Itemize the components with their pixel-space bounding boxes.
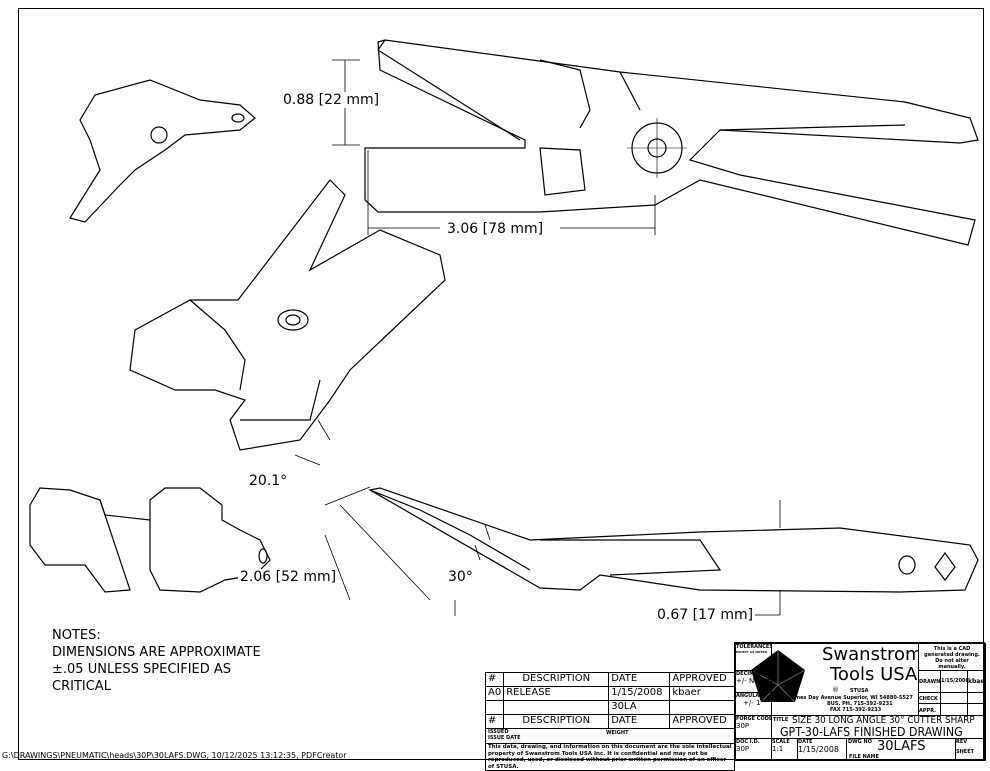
disclaimer: This data, drawing, and information on t… (485, 743, 735, 771)
cad-note: This is a CAD generated drawing. Do not … (918, 643, 986, 671)
drawn-label: DRAWN (918, 670, 941, 693)
dimension-length: 3.06 [78 mm] (445, 221, 546, 237)
address: 3300 James Day Avenue Superior, WI 54880… (774, 695, 913, 701)
cell-num: A0 (484, 686, 505, 701)
dimension-angle-iso: 20.1° (247, 473, 290, 489)
tolerances-sub: EXCEPT AS NOTED (736, 650, 767, 654)
weight-label: WEIGHT (606, 730, 629, 736)
cell-approved: kbaer (669, 686, 735, 701)
dwg-no-label: DWG NO (848, 739, 872, 745)
revision-table: # DESCRIPTION DATE APPROVED A0 RELEASE 1… (484, 672, 735, 771)
swanstrom-logo-icon (750, 650, 806, 703)
header-num: # (484, 714, 505, 729)
forge-code: 30P (736, 722, 750, 730)
dimension-angle-side: 30° (446, 569, 475, 585)
company-name-line2: Tools USA (830, 664, 918, 685)
notes-line: DIMENSIONS ARE APPROXIMATE (52, 645, 261, 660)
scale-cell: SCALE 1:1 (771, 738, 798, 761)
top-view-cutter (364, 39, 979, 246)
tolerances-cell: TOLERANCES EXCEPT AS NOTED (735, 643, 772, 671)
title-label: TITLE (773, 717, 789, 723)
cell-date: 30LA (608, 700, 671, 715)
issued-cell: ISSUED ISSUE DATE WEIGHT (485, 728, 735, 744)
date-cell: DATE 1/15/2008 (797, 738, 847, 761)
header-date: DATE (608, 714, 671, 729)
title-block: TOLERANCES EXCEPT AS NOTED DECIMAL +/- N… (734, 642, 986, 761)
company-name-line1: Swanstrom (822, 644, 919, 665)
sheet-label: SHEET (956, 749, 975, 755)
decimal-value: +/- Noted (736, 677, 770, 685)
scale-label: SCALE (772, 739, 790, 745)
phone: BUS. PH. 715-392-9231 (827, 701, 893, 707)
title-line2: GPT-30-LAFS FINISHED DRAWING (780, 725, 963, 739)
notes-heading: NOTES: (52, 628, 101, 643)
angular-value: +/- 1° (743, 699, 764, 707)
registered-mark: ® (832, 686, 839, 694)
forge-code-cell: FORGE CODE 30P (735, 715, 772, 739)
date-value: 1/15/2008 (798, 745, 840, 754)
iso-view-small (69, 79, 256, 223)
header-description: DESCRIPTION (503, 714, 610, 729)
header-approved: APPROVED (669, 672, 735, 687)
dimension-jaw-opening: 0.88 [22 mm] (281, 92, 382, 108)
cell-num (484, 700, 505, 715)
notes: NOTES: DIMENSIONS ARE APPROXIMATE ±.05 U… (52, 627, 261, 695)
rev-label: REV (956, 739, 968, 745)
forge-code-label: FORGE CODE (736, 716, 772, 722)
rev-sheet-cell: REV SHEET (955, 738, 986, 761)
title-line1: SIZE 30 LONG ANGLE 30° CUTTER SHARP (792, 715, 975, 726)
cell-description (503, 700, 610, 715)
cell-description: RELEASE (503, 686, 610, 701)
doc-id: 30P (736, 745, 750, 753)
fax: FAX 715-392-9233 (830, 707, 882, 713)
header-description: DESCRIPTION (503, 672, 610, 687)
front-view (29, 487, 271, 593)
scale-value: 1:1 (772, 745, 784, 753)
header-approved: APPROVED (669, 714, 735, 729)
side-view (368, 487, 979, 593)
dwg-no: 30LAFS (877, 739, 926, 754)
issue-date-label: ISSUE DATE (488, 735, 521, 741)
drawn-date: 1/15/2008 (940, 670, 968, 693)
dimension-height: 2.06 [52 mm] (238, 569, 339, 585)
cell-approved (669, 700, 735, 715)
notes-line: ±.05 UNLESS SPECIFIED AS (52, 662, 232, 677)
doc-id-cell: DOC I.D. 30P (735, 738, 772, 761)
title-cell: TITLE SIZE 30 LONG ANGLE 30° CUTTER SHAR… (771, 715, 986, 739)
dwg-no-cell: DWG NO 30LAFS FILE NAME (846, 738, 956, 761)
angular-cell: ANGULAR +/- 1° (735, 692, 772, 716)
dimension-thickness: 0.67 [17 mm] (655, 607, 756, 623)
decimal-cell: DECIMAL +/- Noted (735, 670, 772, 693)
table-row: 30LA (484, 700, 735, 715)
cell-date: 1/15/2008 (608, 686, 671, 701)
issued-label: ISSUED (488, 729, 509, 735)
date-label: DATE (798, 739, 813, 745)
table-row: A0 RELEASE 1/15/2008 kbaer (484, 686, 735, 701)
header-date: DATE (608, 672, 671, 687)
drawn-by: kbaer (967, 670, 986, 693)
company-cell: Swanstrom Tools USA ® STUSA 3300 James D… (771, 643, 919, 716)
dimension-lines (294, 59, 781, 616)
iso-view-large (129, 179, 446, 451)
decimal-label: DECIMAL (736, 671, 762, 677)
tolerances-label: TOLERANCES (736, 644, 772, 650)
angular-label: ANGULAR (736, 693, 764, 699)
doc-id-label: DOC I.D. (736, 739, 760, 745)
notes-line: CRITICAL (52, 679, 111, 694)
file-path-footer: G:\DRAWINGS\PNEUMATIC\heads\30P\30LAFS.D… (2, 751, 347, 760)
stusa-label: STUSA (850, 688, 869, 694)
file-name-label: FILE NAME (849, 754, 880, 760)
header-num: # (484, 672, 505, 687)
